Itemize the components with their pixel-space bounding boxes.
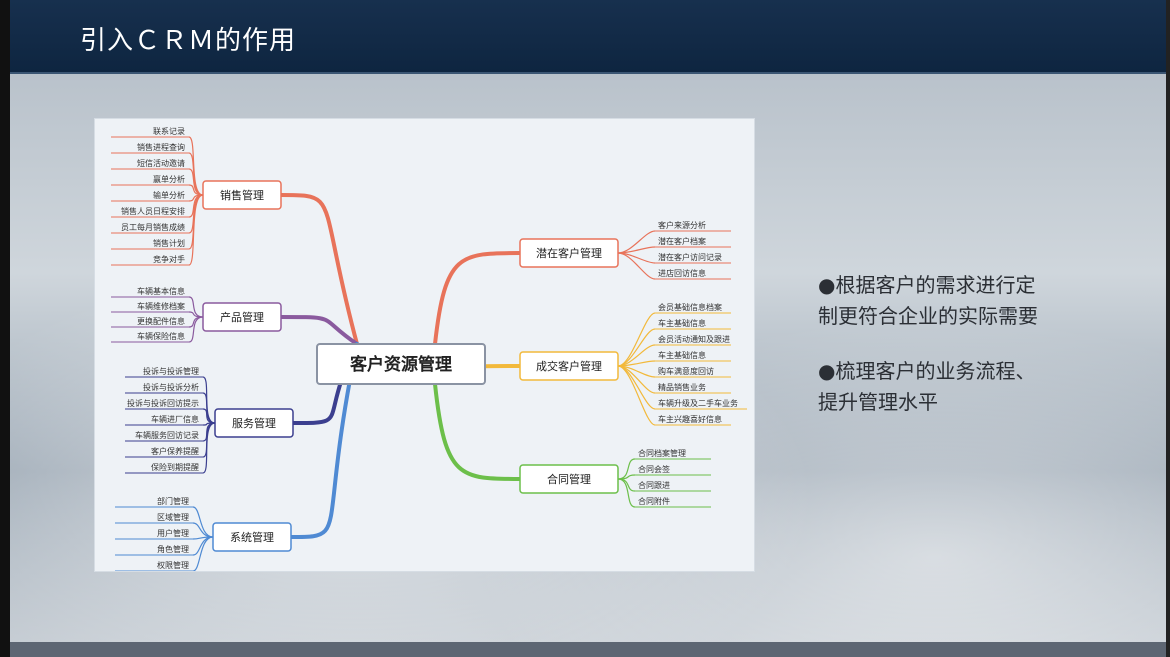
branch-curve	[433, 251, 522, 346]
leaf-label: 车辆进厂信息	[151, 414, 199, 424]
leaf-connector	[202, 422, 216, 474]
center-node	[316, 343, 486, 385]
branch-label: 服务管理	[232, 416, 276, 430]
leaf-connector	[617, 230, 656, 254]
title-bar: 引入ＣＲＭ的作用	[10, 0, 1166, 74]
leaf-label: 角色管理	[157, 544, 189, 554]
bullet-line: 制更符合企业的实际需要	[818, 304, 1038, 328]
branch-node	[519, 238, 619, 268]
leaf-label: 短信活动邀请	[137, 158, 185, 168]
leaf-connector	[617, 474, 636, 480]
bullet-list: ●根据客户的需求进行定 制更符合企业的实际需要 ●梳理客户的业务流程、 提升管理…	[818, 270, 1148, 442]
leaf-connector	[617, 365, 656, 410]
branch-node	[212, 522, 292, 552]
branch-label: 系统管理	[230, 530, 274, 544]
bullet-item: ●根据客户的需求进行定 制更符合企业的实际需要	[818, 270, 1148, 332]
leaf-connector	[202, 392, 216, 424]
leaf-label: 员工每月销售成绩	[121, 222, 185, 232]
leaf-label: 客户来源分析	[658, 220, 706, 230]
leaf-label: 潜在客户档案	[658, 236, 706, 246]
leaf-label: 车主基础信息	[658, 350, 706, 360]
branch-label: 成交客户管理	[536, 359, 602, 373]
branch-curve	[279, 315, 359, 346]
branch-label: 产品管理	[220, 310, 264, 324]
leaf-label: 会员基础信息档案	[658, 302, 722, 312]
leaf-label: 车辆保险信息	[137, 331, 185, 341]
bullet-item: ●梳理客户的业务流程、 提升管理水平	[818, 356, 1148, 418]
bottom-band	[10, 642, 1166, 657]
leaf-label: 进店回访信息	[658, 268, 706, 278]
leaf-connector	[188, 194, 204, 250]
leaf-connector	[192, 522, 214, 538]
leaf-label: 车主兴趣喜好信息	[658, 414, 722, 424]
leaf-label: 销售计划	[153, 238, 185, 248]
leaf-label: 车辆服务回访记录	[135, 430, 199, 440]
leaf-connector	[617, 365, 656, 426]
leaf-label: 购车满意度回访	[658, 366, 714, 376]
branch-curve	[279, 193, 359, 346]
leaf-label: 用户管理	[157, 528, 189, 538]
branch-label: 合同管理	[547, 472, 591, 486]
leaf-connector	[617, 478, 636, 508]
leaf-label: 潜在客户访问记录	[658, 252, 722, 262]
center-label: 客户资源管理	[349, 354, 452, 375]
branch-node	[519, 464, 619, 494]
leaf-label: 合同档案管理	[638, 448, 686, 458]
leaf-label: 保险到期提醒	[151, 462, 199, 472]
leaf-label: 联系记录	[153, 126, 185, 136]
leaf-label: 部门管理	[157, 496, 189, 506]
leaf-connector	[188, 194, 204, 266]
mind-map-image: 联系记录销售进程查询短信活动邀请赢单分析输单分析销售人员日程安排员工每月销售成绩…	[94, 118, 755, 572]
leaf-label: 区域管理	[157, 512, 189, 522]
leaf-label: 更换配件信息	[137, 316, 185, 326]
leaf-connector	[617, 458, 636, 480]
leaf-label: 权限管理	[157, 560, 189, 570]
leaf-label: 销售进程查询	[137, 142, 185, 152]
leaf-label: 投诉与投诉分析	[143, 382, 199, 392]
leaf-connector	[188, 152, 204, 196]
leaf-label: 合同会签	[638, 464, 670, 474]
leaf-connector	[188, 168, 204, 196]
leaf-label: 投诉与投诉回访提示	[127, 398, 199, 408]
left-edge-strip	[0, 0, 10, 657]
branch-curve	[433, 382, 522, 481]
leaf-label: 合同附件	[638, 496, 670, 506]
leaf-connector	[617, 246, 656, 254]
leaf-label: 销售人员日程安排	[121, 206, 185, 216]
leaf-label: 客户保养提醒	[151, 446, 199, 456]
branch-node	[214, 408, 294, 438]
branch-node	[202, 180, 282, 210]
leaf-connector	[188, 296, 204, 318]
leaf-label: 投诉与投诉管理	[143, 366, 199, 376]
branch-node	[519, 351, 619, 381]
leaf-label: 车辆基本信息	[137, 286, 185, 296]
leaf-connector	[617, 252, 656, 280]
leaf-label: 车辆升级及二手车业务	[658, 398, 738, 408]
leaf-connector	[188, 316, 204, 343]
leaf-label: 车主基础信息	[658, 318, 706, 328]
branch-curve	[289, 342, 359, 539]
bullet-line: ●梳理客户的业务流程、	[818, 359, 1036, 383]
leaf-connector	[202, 376, 216, 424]
branch-node	[202, 302, 282, 332]
right-edge-strip	[1166, 0, 1170, 657]
leaf-label: 车辆维修档案	[137, 301, 185, 311]
bullet-line: 提升管理水平	[818, 390, 938, 414]
leaf-connector	[617, 365, 656, 394]
leaf-label: 精品销售业务	[658, 382, 706, 392]
leaf-connector	[617, 328, 656, 367]
leaf-label: 赢单分析	[153, 174, 185, 184]
leaf-label: 会员活动通知及跟进	[658, 334, 730, 344]
branch-label: 潜在客户管理	[536, 246, 602, 260]
branch-label: 销售管理	[220, 188, 264, 202]
bullet-line: ●根据客户的需求进行定	[818, 273, 1036, 297]
leaf-connector	[617, 312, 656, 367]
slide-title: 引入ＣＲＭ的作用	[80, 26, 297, 56]
leaf-label: 输单分析	[153, 190, 185, 200]
leaf-connector	[192, 536, 214, 572]
leaf-label: 竞争对手	[153, 254, 185, 264]
mind-map-svg: 联系记录销售进程查询短信活动邀请赢单分析输单分析销售人员日程安排员工每月销售成绩…	[111, 126, 747, 572]
leaf-label: 合同跟进	[638, 480, 670, 490]
